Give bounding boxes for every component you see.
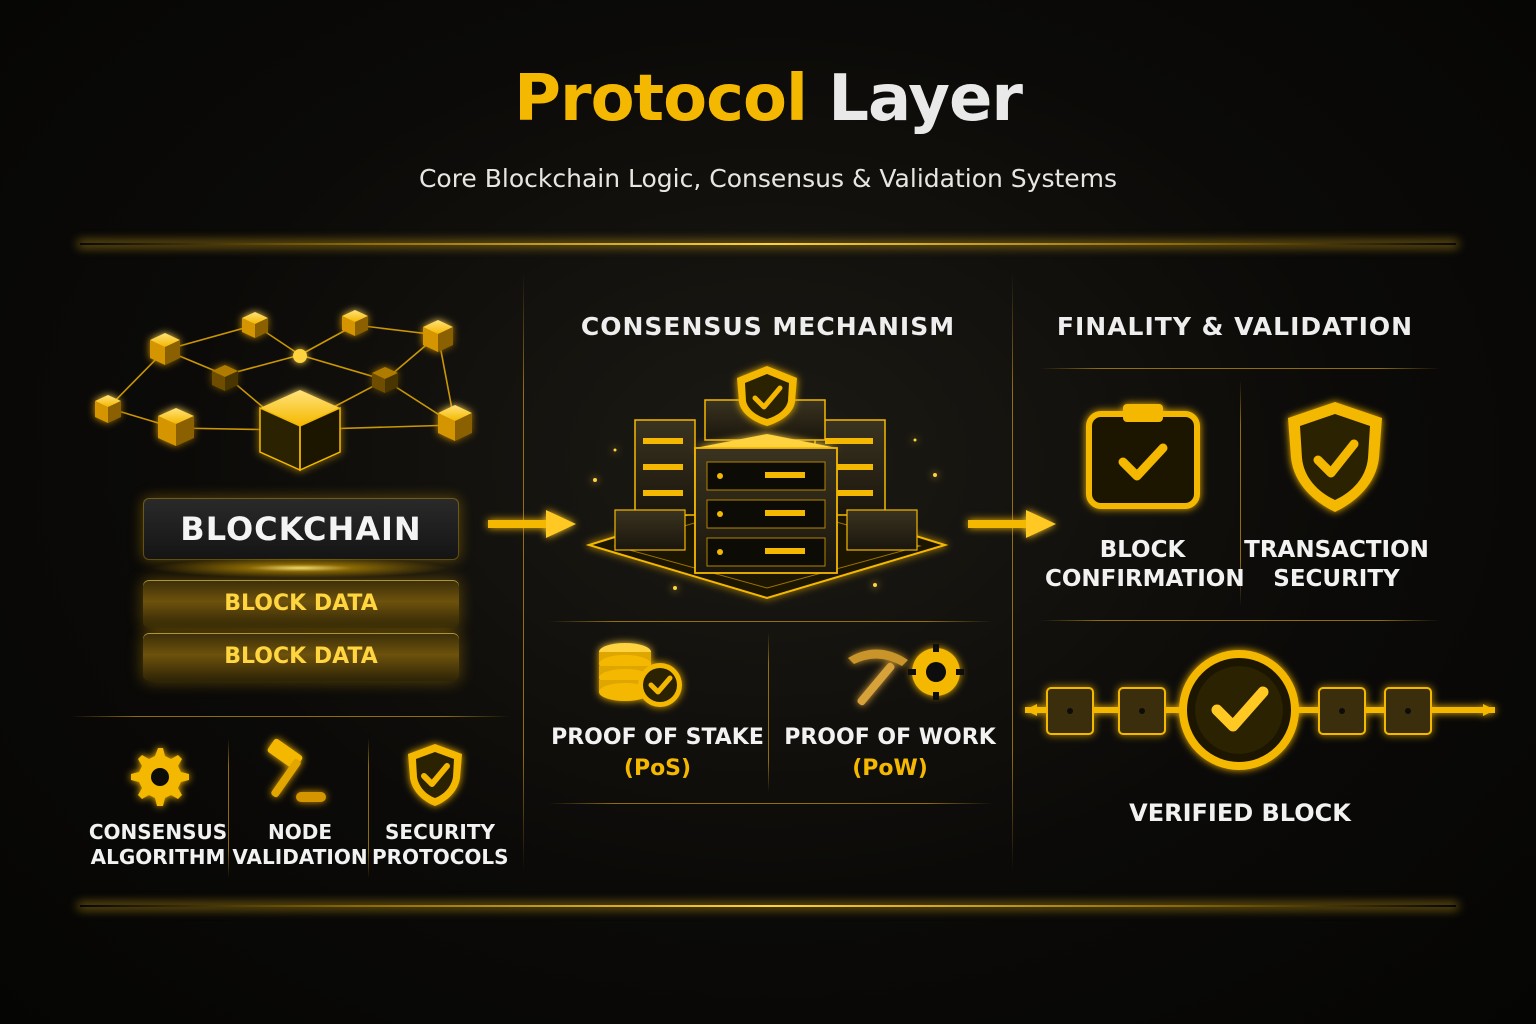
feature-divider-2 xyxy=(368,738,369,878)
verified-block-chain-icon xyxy=(1025,650,1495,770)
left-features-divider xyxy=(70,716,510,717)
proof-of-stake-abbr: (PoS) xyxy=(623,756,692,781)
hammer-icon xyxy=(267,738,326,802)
shield-check-icon xyxy=(408,744,462,806)
right-divider-top xyxy=(1040,368,1440,369)
block-confirmation-label: BLOCK CONFIRMATION xyxy=(1045,537,1245,592)
transaction-security-label: TRANSACTION SECURITY xyxy=(1244,537,1429,592)
right-divider-bottom xyxy=(1040,620,1440,621)
pickaxe-gear-icon xyxy=(848,644,964,706)
blockchain-label: BLOCKCHAIN xyxy=(143,498,459,560)
feature-consensus-algorithm: CONSENSUS ALGORITHM xyxy=(88,820,228,869)
proof-of-work-label: PROOF OF WORK xyxy=(784,725,996,750)
feature-divider-1 xyxy=(228,738,229,878)
server-cluster-icon xyxy=(585,366,949,600)
column-divider-1 xyxy=(523,272,524,872)
title-white-word: Layer xyxy=(828,62,1023,136)
finality-validation-heading: FINALITY & VALIDATION xyxy=(1056,312,1414,341)
coin-stack-check-icon xyxy=(599,643,682,707)
middle-pos-pow-divider xyxy=(768,632,769,792)
right-block-tx-divider xyxy=(1240,380,1241,606)
column-divider-2 xyxy=(1012,272,1013,872)
feature-node-validation: NODE VALIDATION xyxy=(232,820,368,869)
block-data-bar-1: BLOCK DATA xyxy=(143,580,459,628)
title-gold-word: Protocol xyxy=(514,62,808,136)
block-data-bar-2: BLOCK DATA xyxy=(143,633,459,681)
verified-block-label: VERIFIED BLOCK xyxy=(1129,799,1351,827)
feature-security-protocols: SECURITY PROTOCOLS xyxy=(372,820,509,869)
gear-icon xyxy=(131,748,189,806)
consensus-mechanism-heading: CONSENSUS MECHANISM xyxy=(580,312,956,341)
page-subtitle: Core Blockchain Logic, Consensus & Valid… xyxy=(418,164,1118,193)
clipboard-check-icon xyxy=(1086,404,1200,509)
proof-of-stake-label: PROOF OF STAKE xyxy=(551,725,764,750)
arrow-left-to-middle xyxy=(488,510,576,538)
bottom-glow-divider xyxy=(80,905,1456,907)
network-graph-icon xyxy=(95,310,472,472)
arrow-middle-to-right xyxy=(968,510,1056,538)
middle-divider-bottom xyxy=(548,803,993,804)
transaction-shield-icon xyxy=(1288,402,1382,512)
glow-spark xyxy=(150,558,450,578)
page-title: Protocol Layer xyxy=(0,62,1536,136)
proof-of-work-abbr: (PoW) xyxy=(852,756,928,781)
top-glow-divider xyxy=(80,243,1456,245)
middle-divider-top xyxy=(548,621,993,622)
